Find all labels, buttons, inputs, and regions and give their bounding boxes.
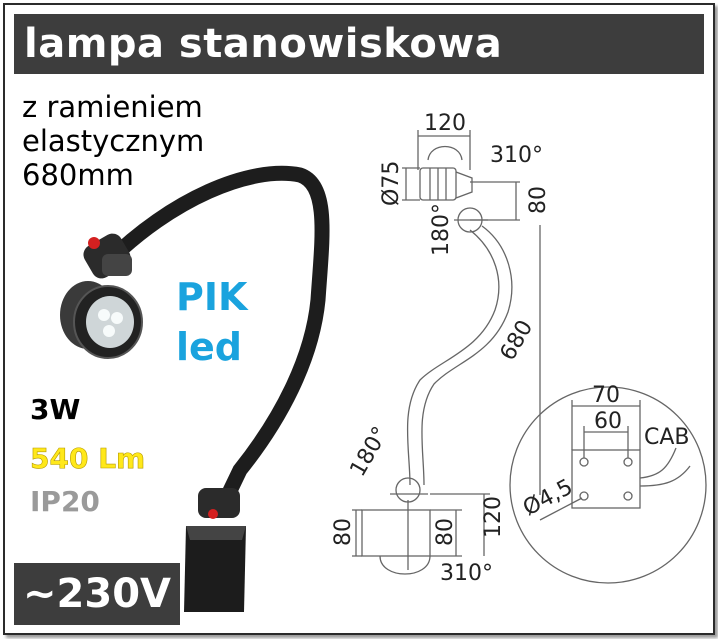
subtitle-line-2: elastycznym	[22, 124, 205, 158]
dim-hole-diameter: Ø4,5	[519, 475, 577, 522]
dim-head-diameter: Ø75	[379, 161, 404, 206]
dim-base-height-left: 80	[331, 518, 356, 546]
subtitle-line-1: z ramieniem	[22, 90, 203, 124]
led-1	[98, 309, 110, 321]
subtitle-line-3: 680mm	[22, 158, 134, 192]
dim-hole-spacing: 60	[594, 409, 622, 434]
lamp-base	[184, 526, 246, 612]
gooseneck-arm	[100, 165, 330, 503]
cable-label: CAB	[644, 425, 690, 450]
spec-ip-rating: IP20	[30, 485, 100, 518]
dim-rotation-bottom: 310°	[440, 561, 493, 586]
dim-rotation-top: 310°	[490, 143, 543, 168]
brand-name: PIK	[176, 275, 248, 319]
dim-base-height-right: 120	[481, 496, 506, 538]
head-bracket	[102, 254, 132, 276]
brand-type: led	[176, 325, 242, 369]
product-subtitle: z ramieniem elastycznym 680mm	[22, 90, 204, 192]
brand-label: PIK led	[176, 272, 247, 372]
led-3	[103, 325, 115, 337]
base-joint	[198, 488, 240, 518]
base-knob	[208, 509, 218, 519]
dim-head-width: 120	[424, 111, 466, 136]
head-knob	[88, 237, 100, 249]
dim-arm-length: 680	[496, 316, 539, 365]
dim-joint-height: 80	[526, 186, 551, 214]
spec-lumen: 540 Lm	[30, 442, 146, 476]
spec-power: 3W	[30, 393, 81, 426]
dim-base-height-mid: 80	[433, 518, 458, 546]
led-2	[111, 312, 123, 324]
lamp-lens	[86, 296, 134, 348]
dim-tilt-bottom: 180°	[346, 423, 394, 481]
dim-tilt-top: 180°	[429, 203, 454, 256]
product-title: lampa stanowiskowa	[14, 14, 704, 74]
dim-plate-width: 70	[592, 383, 620, 408]
voltage-badge: ~230V	[14, 563, 180, 625]
